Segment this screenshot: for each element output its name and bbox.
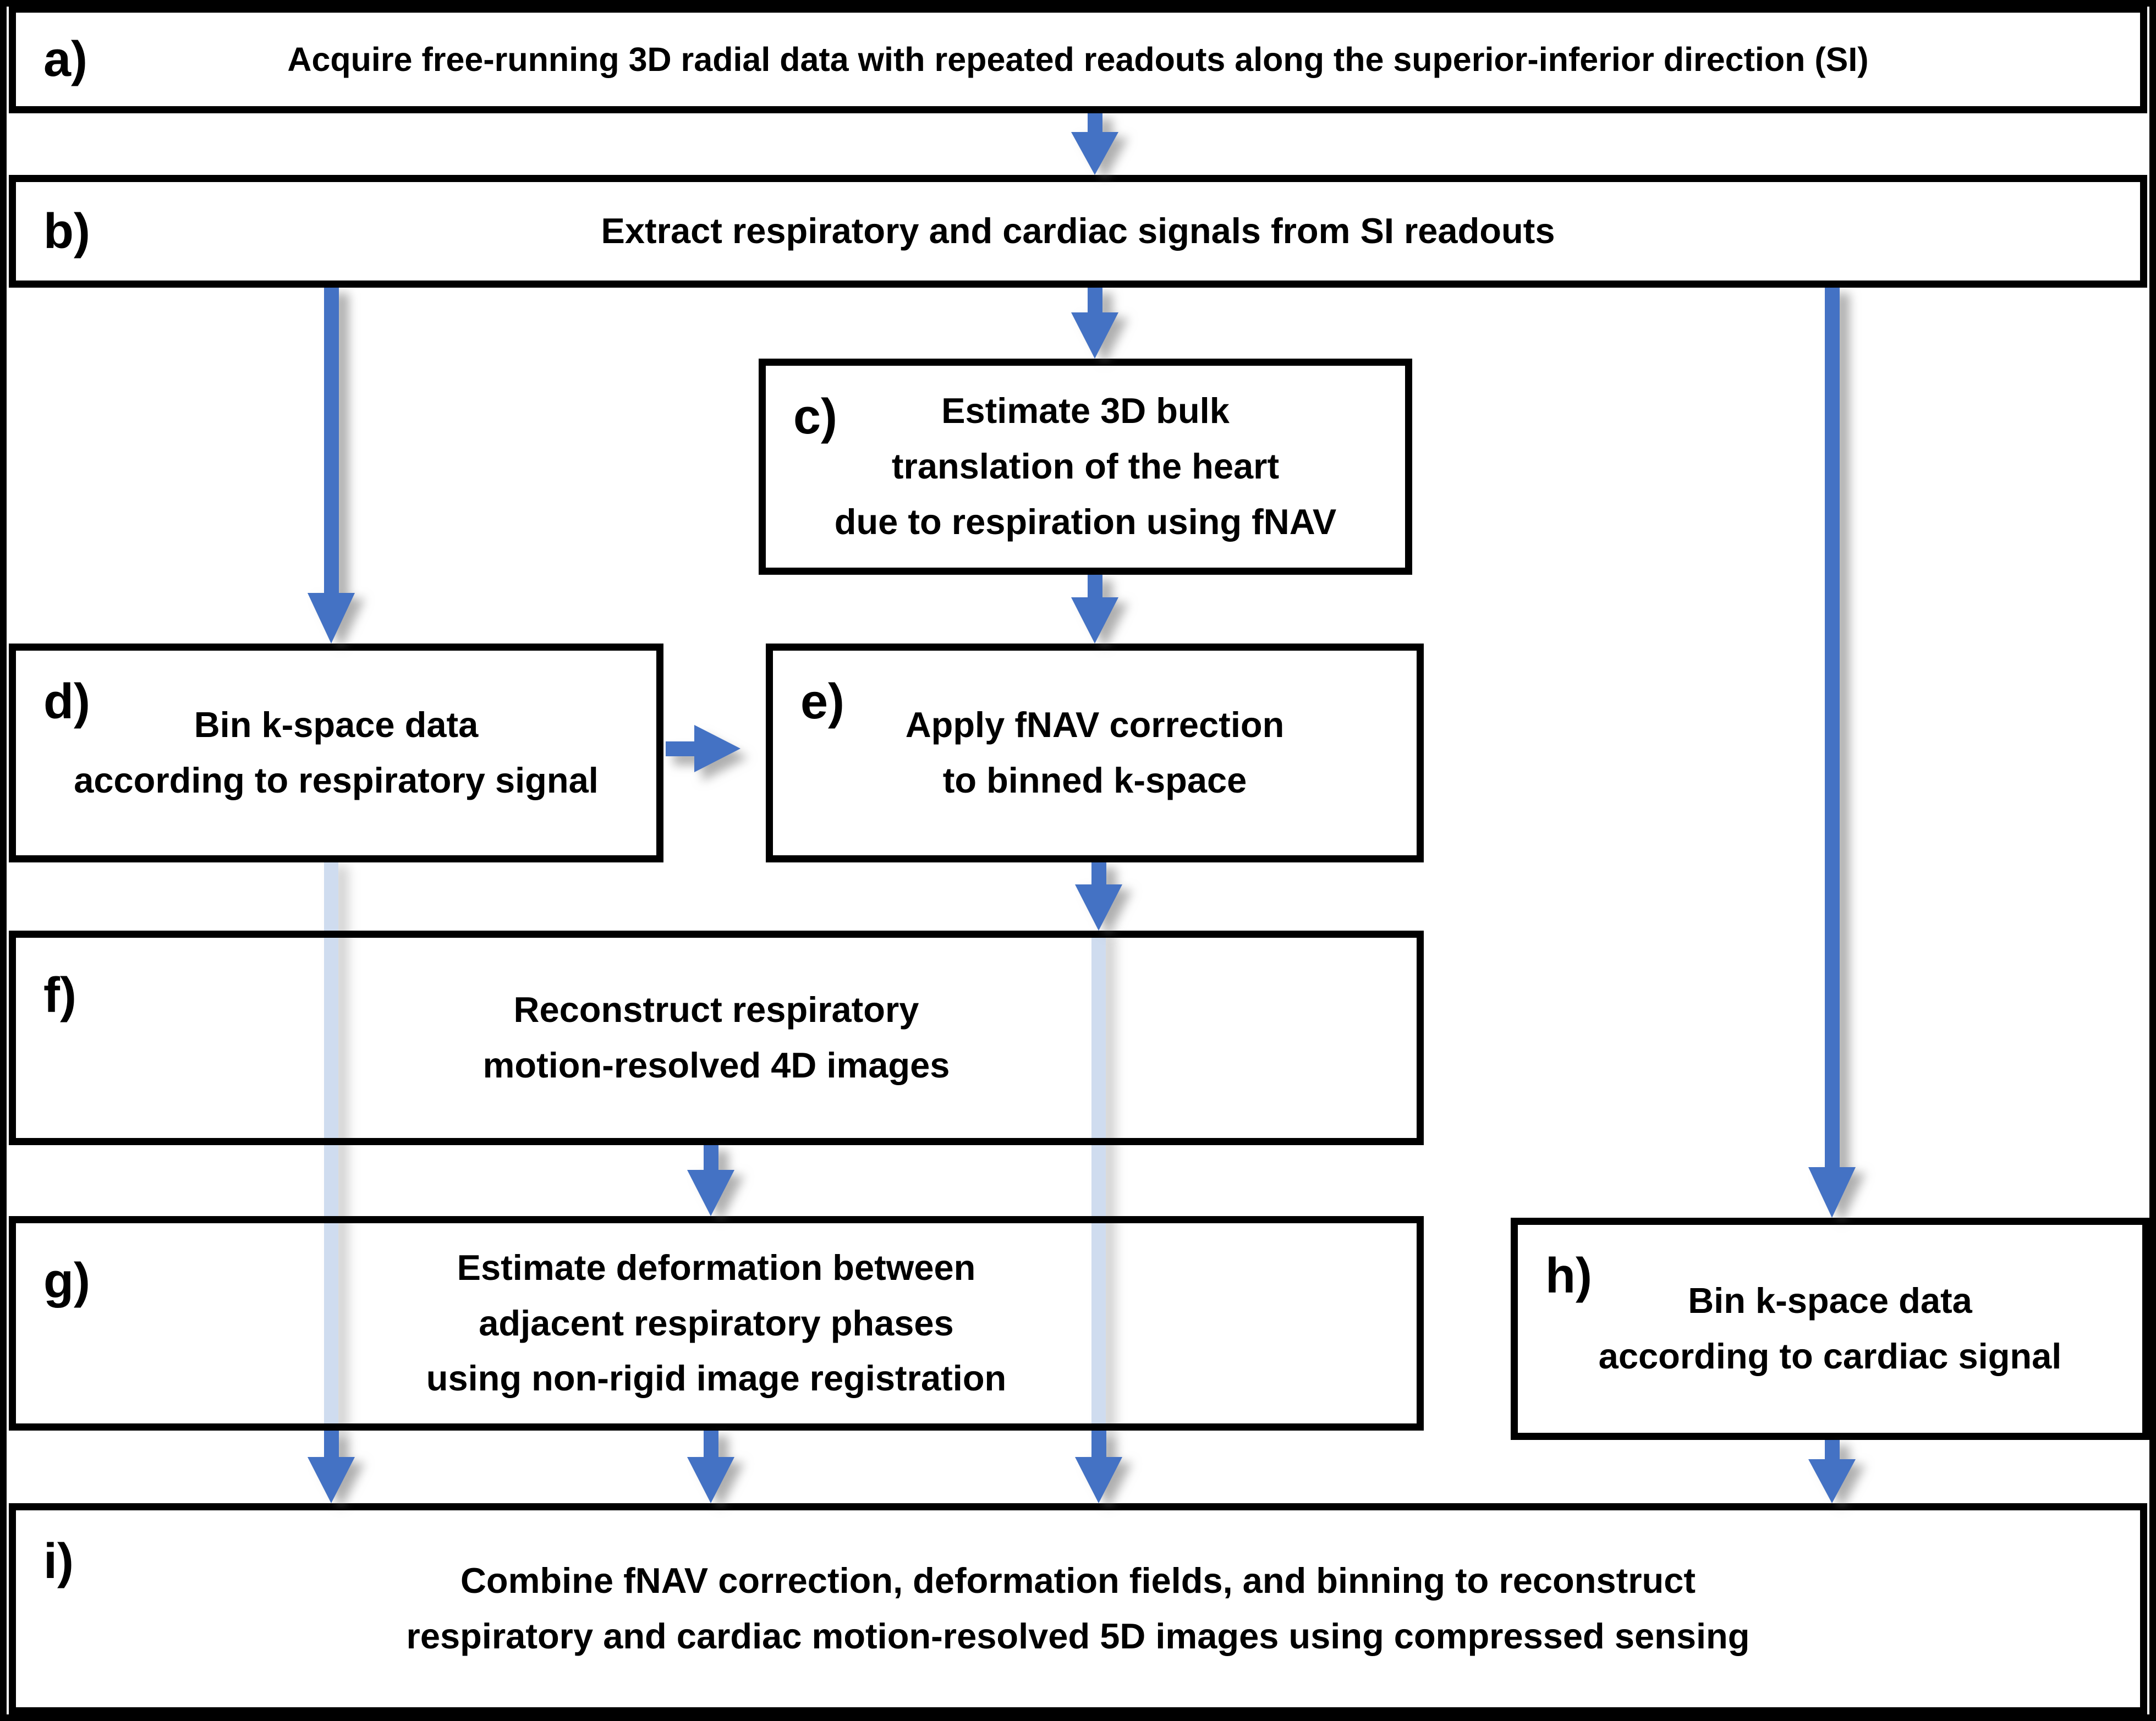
arrow-e-to-f (1075, 862, 1122, 931)
box-f-text: Reconstruct respiratory motion-resolved … (16, 938, 1417, 1138)
box-b-label: b) (43, 204, 90, 259)
box-c-text: Estimate 3D bulk translation of the hear… (766, 366, 1405, 568)
box-e-line: to binned k-space (942, 760, 1247, 800)
box-e: e) Apply fNAV correction to binned k-spa… (766, 644, 1424, 862)
box-c: c) Estimate 3D bulk translation of the h… (759, 359, 1412, 575)
box-b-line: Extract respiratory and cardiac signals … (601, 211, 1555, 251)
box-h-text: Bin k-space data according to cardiac si… (1518, 1225, 2142, 1433)
arrow-e-to-i (1075, 1431, 1122, 1503)
box-i-text: Combine fNAV correction, deformation fie… (16, 1510, 2140, 1707)
box-d-text: Bin k-space data according to respirator… (16, 651, 656, 855)
box-h: h) Bin k-space data according to cardiac… (1511, 1218, 2149, 1440)
box-h-line: according to cardiac signal (1598, 1336, 2062, 1376)
box-b: b) Extract respiratory and cardiac signa… (9, 175, 2147, 288)
box-e-line: Apply fNAV correction (905, 705, 1285, 745)
box-c-line: translation of the heart (891, 446, 1280, 487)
box-c-label: c) (793, 389, 838, 444)
arrow-c-to-e (1071, 575, 1118, 644)
box-f-label: f) (43, 968, 76, 1023)
pass-through-band-e-to-i (1091, 931, 1106, 1431)
box-d-label: d) (43, 674, 90, 729)
box-g-label: g) (43, 1253, 90, 1308)
box-a-label: a) (43, 32, 88, 87)
box-g-line: adjacent respiratory phases (479, 1302, 954, 1343)
box-a-line: Acquire free-running 3D radial data with… (287, 40, 1869, 78)
arrow-d-to-e (666, 725, 740, 772)
box-i-label: i) (43, 1534, 74, 1589)
box-b-text: Extract respiratory and cardiac signals … (16, 182, 2140, 281)
box-g-line: using non-rigid image registration (426, 1358, 1007, 1399)
arrow-a-to-b (1071, 113, 1118, 175)
arrow-h-to-i (1808, 1440, 1856, 1503)
arrow-b-to-c (1071, 288, 1118, 359)
box-a: a) Acquire free-running 3D radial data w… (9, 6, 2147, 113)
arrow-b-to-d (308, 288, 355, 644)
box-g-text: Estimate deformation between adjacent re… (16, 1223, 1417, 1423)
box-c-line: Estimate 3D bulk (941, 391, 1230, 431)
box-d-line: according to respiratory signal (74, 760, 599, 800)
box-f-line: Reconstruct respiratory (513, 989, 919, 1030)
box-h-label: h) (1545, 1249, 1592, 1304)
box-i: i) Combine fNAV correction, deformation … (9, 1503, 2147, 1714)
box-c-line: due to respiration using fNAV (834, 501, 1337, 542)
box-a-text: Acquire free-running 3D radial data with… (16, 13, 2140, 106)
arrow-g-to-i (687, 1431, 734, 1503)
arrow-f-to-g (687, 1145, 734, 1216)
box-e-label: e) (800, 674, 845, 729)
box-g: g) Estimate deformation between adjacent… (9, 1216, 1424, 1431)
box-d: d) Bin k-space data according to respira… (9, 644, 663, 862)
arrow-b-to-h (1808, 288, 1856, 1218)
box-d-line: Bin k-space data (194, 705, 479, 745)
box-f-line: motion-resolved 4D images (482, 1045, 950, 1085)
box-i-line: respiratory and cardiac motion-resolved … (406, 1616, 1750, 1656)
box-e-text: Apply fNAV correction to binned k-space (773, 651, 1417, 855)
box-h-line: Bin k-space data (1688, 1280, 1972, 1321)
box-f: f) Reconstruct respiratory motion-resolv… (9, 931, 1424, 1145)
box-i-line: Combine fNAV correction, deformation fie… (460, 1560, 1696, 1601)
pass-through-band-d-to-i (324, 862, 338, 1431)
box-g-line: Estimate deformation between (457, 1247, 976, 1288)
arrow-d-to-i (308, 1431, 355, 1503)
